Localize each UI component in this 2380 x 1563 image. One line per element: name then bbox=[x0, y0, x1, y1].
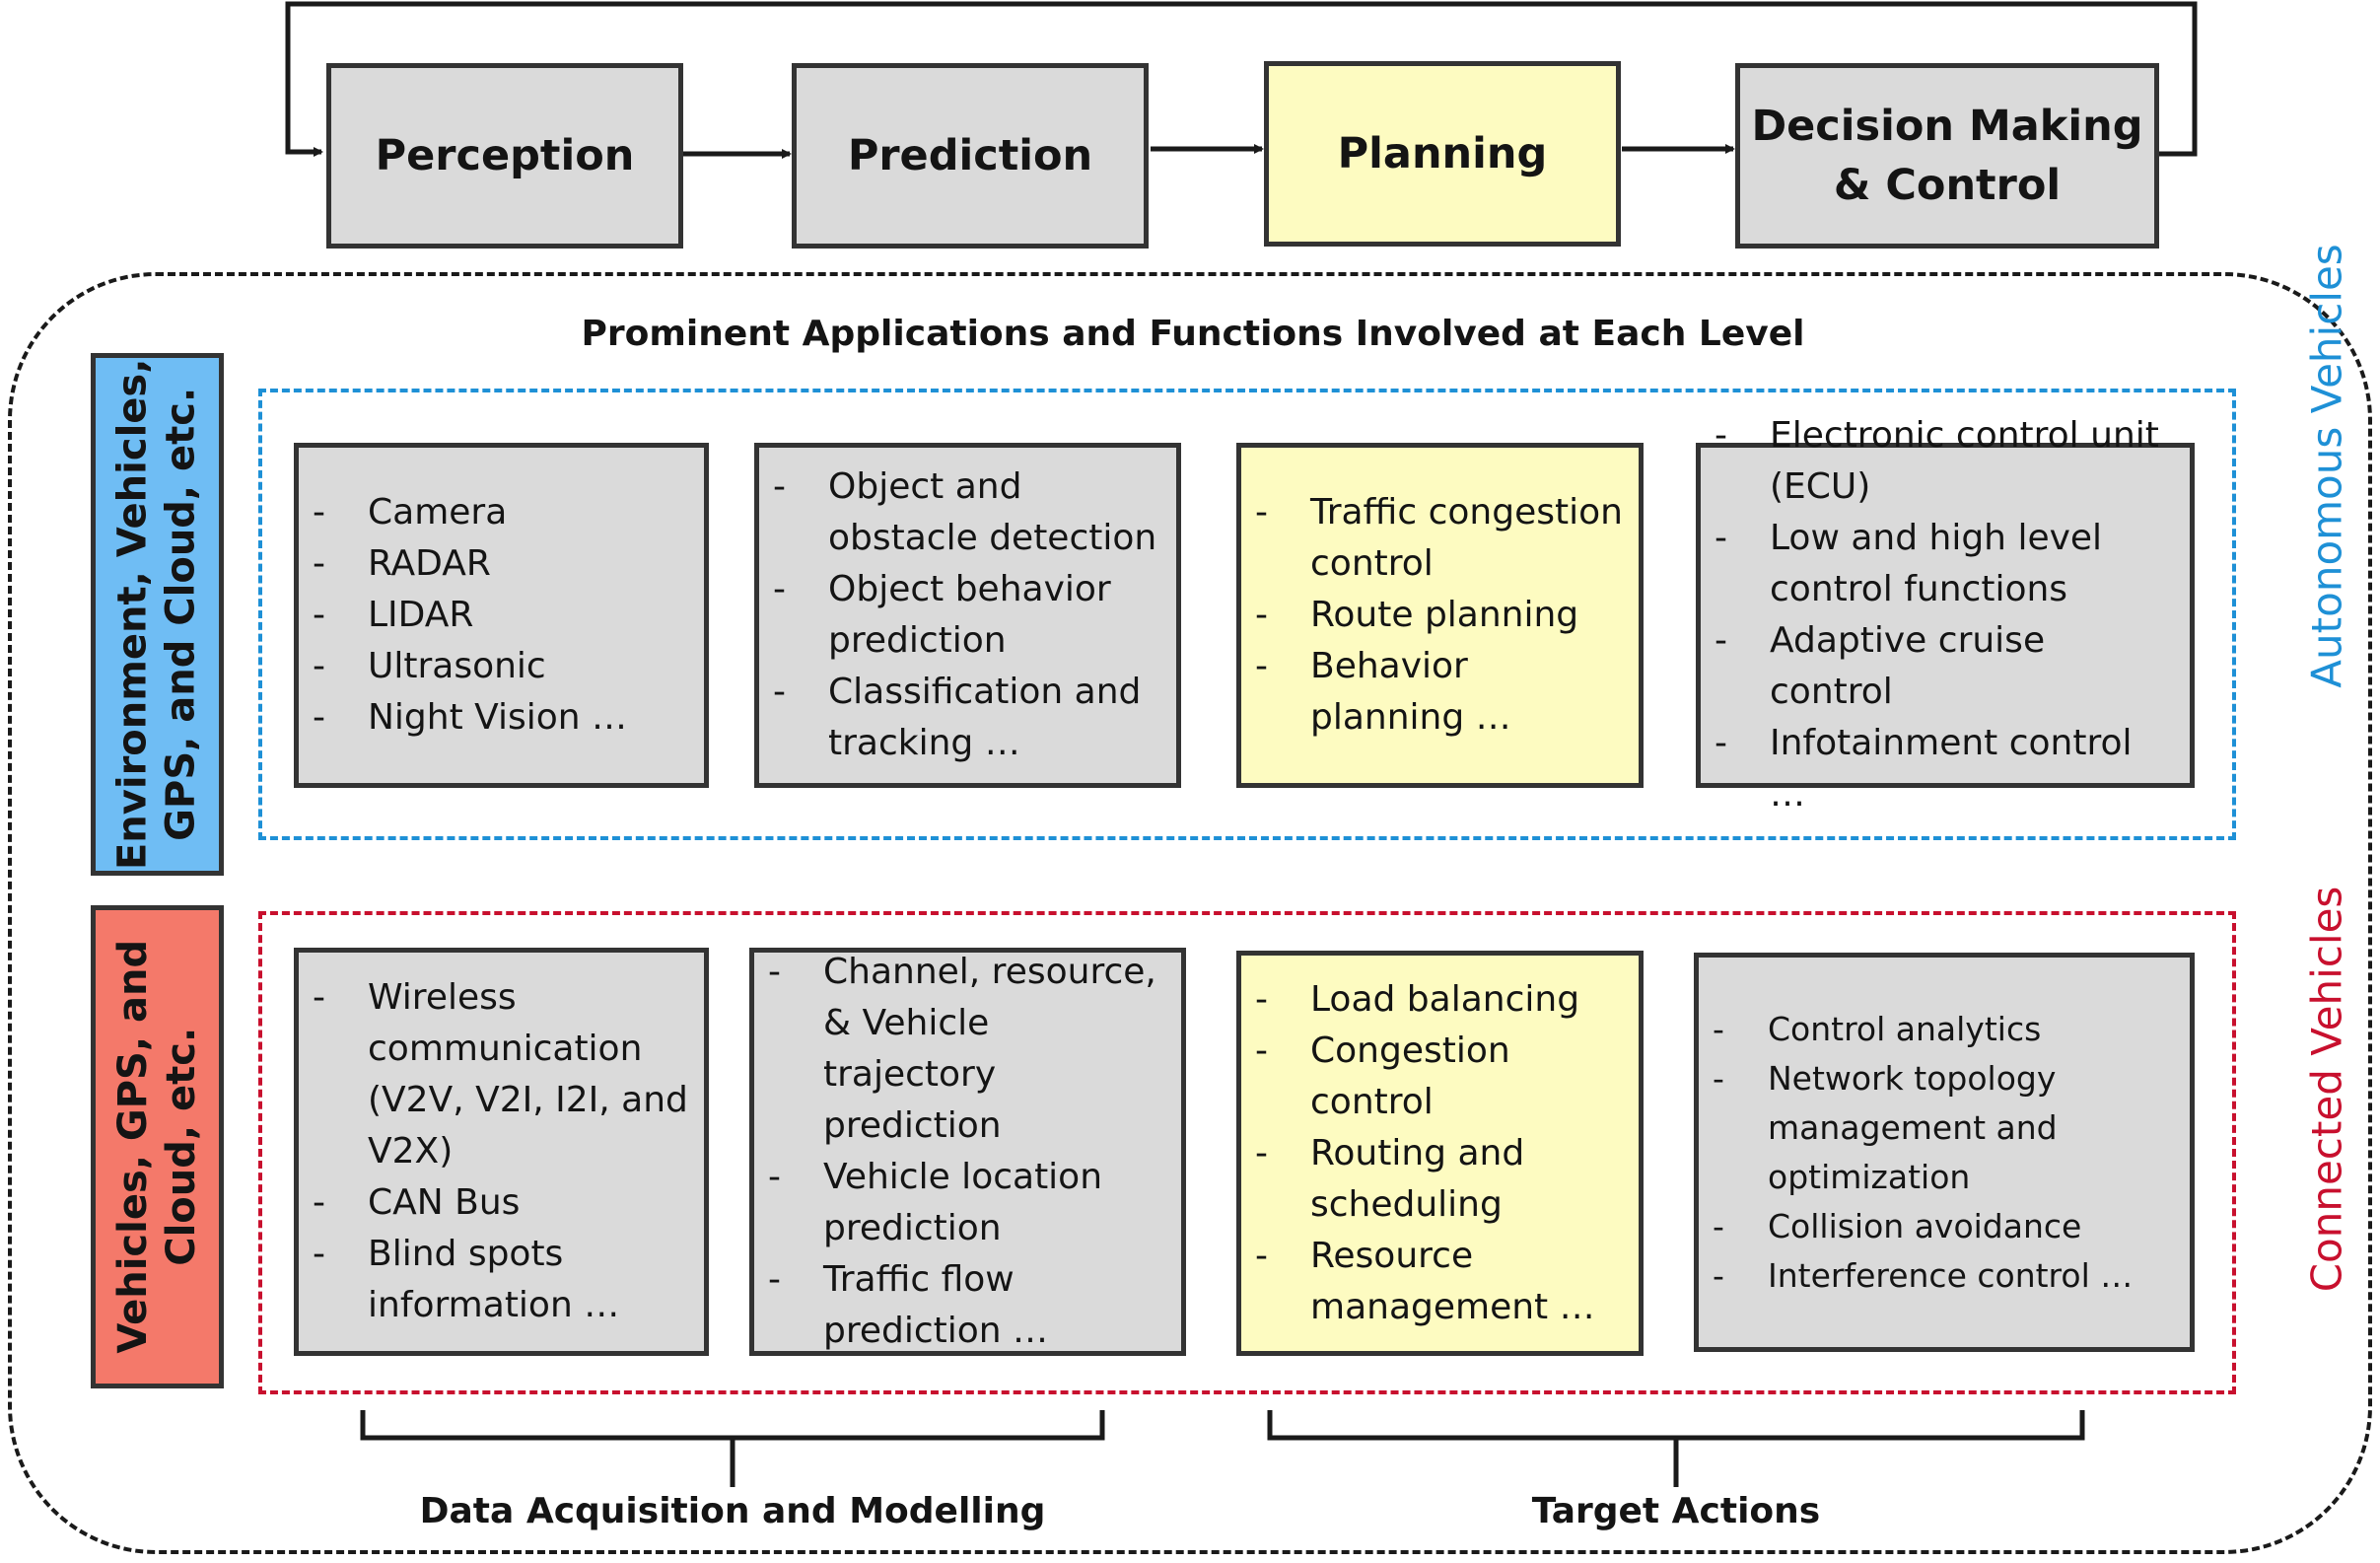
stage-perception: Perception bbox=[326, 63, 683, 249]
list-item: Route planning bbox=[1253, 590, 1627, 641]
card-planning-cv: Load balancing Congestion control Routin… bbox=[1236, 951, 1644, 1356]
list-item: RADAR bbox=[311, 538, 692, 590]
list-item: Classification and tracking … bbox=[771, 667, 1164, 769]
list-item: Congestion control bbox=[1253, 1026, 1627, 1128]
card-perception-av: Camera RADAR LIDAR Ultrasonic Night Visi… bbox=[294, 443, 709, 788]
stage-planning-label: Planning bbox=[1337, 128, 1548, 178]
list-item: Interference control … bbox=[1711, 1251, 2178, 1301]
autonomous-vehicles-label: Autonomous Vehicles bbox=[2302, 244, 2351, 688]
list-item: Traffic flow prediction … bbox=[766, 1254, 1169, 1357]
list-item: Network topology management and optimiza… bbox=[1711, 1054, 2178, 1202]
card-perception-cv: Wireless communication (V2V, V2I, I2I, a… bbox=[294, 948, 709, 1356]
stage-prediction-label: Prediction bbox=[847, 130, 1093, 180]
list-item: Channel, resource, & Vehicle trajectory … bbox=[766, 947, 1169, 1152]
feedback-loop-arrow bbox=[285, 1, 2198, 157]
applications-container bbox=[8, 272, 2372, 1554]
list-item: Load balancing bbox=[1253, 974, 1627, 1026]
stage-perception-label: Perception bbox=[375, 130, 635, 180]
stage-prediction: Prediction bbox=[792, 63, 1149, 249]
list-item: Camera bbox=[311, 487, 692, 538]
stage-planning: Planning bbox=[1264, 61, 1621, 247]
list-item: Night Vision … bbox=[311, 692, 692, 744]
list-item: LIDAR bbox=[311, 590, 692, 641]
list-item: Wireless communication (V2V, V2I, I2I, a… bbox=[311, 972, 692, 1177]
list-item: Low and high level control functions bbox=[1713, 513, 2178, 615]
list-item: Blind spots information … bbox=[311, 1229, 692, 1331]
list-item: Vehicle location prediction bbox=[766, 1152, 1169, 1254]
autonomous-sources-label: Environment, Vehicles, GPS, and Cloud, e… bbox=[109, 358, 204, 871]
list-item: Behavior planning … bbox=[1253, 641, 1627, 744]
list-item: Ultrasonic bbox=[311, 641, 692, 692]
autonomous-sources-box: Environment, Vehicles, GPS, and Cloud, e… bbox=[91, 353, 224, 876]
card-planning-av: Traffic congestion control Route plannin… bbox=[1236, 443, 1644, 788]
list-item: Infotainment control … bbox=[1713, 718, 2178, 820]
stage-decision-label: Decision Making & Control bbox=[1751, 101, 2143, 210]
list-item: Resource management … bbox=[1253, 1231, 1627, 1333]
card-decision-cv: Control analytics Network topology manag… bbox=[1694, 953, 2195, 1352]
list-item: Collision avoidance bbox=[1711, 1202, 2178, 1251]
list-item: Traffic congestion control bbox=[1253, 487, 1627, 590]
connected-vehicles-label: Connected Vehicles bbox=[2302, 886, 2351, 1293]
bracket-target-actions bbox=[1267, 1410, 2085, 1487]
connected-sources-box: Vehicles, GPS, and Cloud, etc. bbox=[91, 905, 224, 1388]
stage-decision-making-control: Decision Making & Control bbox=[1735, 63, 2159, 249]
bracket-data-acquisition bbox=[360, 1410, 1105, 1487]
list-item: Object behavior prediction bbox=[771, 564, 1164, 667]
target-actions-label: Target Actions bbox=[1531, 1491, 1821, 1531]
list-item: CAN Bus bbox=[311, 1177, 692, 1229]
connected-vehicles-group bbox=[258, 911, 2236, 1394]
autonomous-vehicles-group bbox=[258, 389, 2236, 840]
connected-sources-label: Vehicles, GPS, and Cloud, etc. bbox=[109, 940, 204, 1354]
list-item: Object and obstacle detection bbox=[771, 462, 1164, 564]
list-item: Routing and scheduling bbox=[1253, 1128, 1627, 1231]
card-prediction-cv: Channel, resource, & Vehicle trajectory … bbox=[749, 947, 1186, 1357]
list-item: Electronic control unit (ECU) bbox=[1713, 410, 2178, 513]
card-decision-av: Electronic control unit (ECU) Low and hi… bbox=[1696, 410, 2195, 815]
card-prediction-av: Object and obstacle detection Object beh… bbox=[754, 443, 1181, 788]
data-acquisition-label: Data Acquisition and Modelling bbox=[419, 1491, 1046, 1531]
list-item: Control analytics bbox=[1711, 1005, 2178, 1054]
section-heading: Prominent Applications and Functions Inv… bbox=[581, 314, 1805, 354]
list-item: Adaptive cruise control bbox=[1713, 615, 2178, 718]
